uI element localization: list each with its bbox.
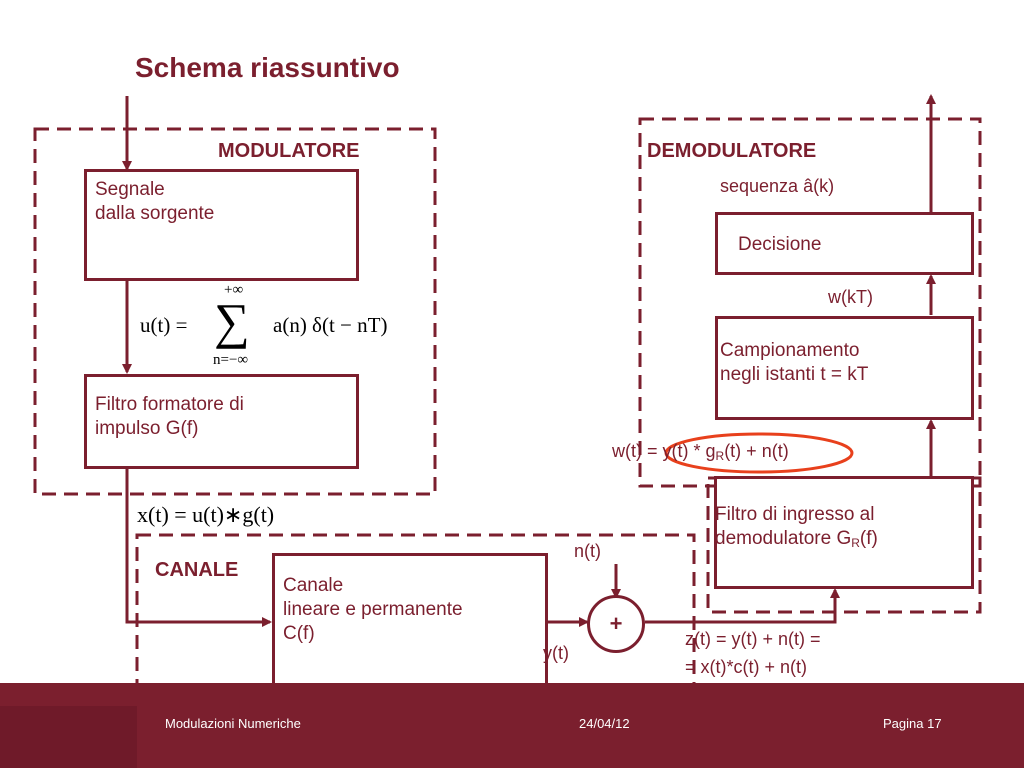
input-filter-block: Filtro di ingresso al demodulatore GR(f)	[714, 476, 974, 589]
u-t-rhs: a(n) δ(t − nT)	[273, 313, 388, 337]
modulator-region	[33, 127, 437, 496]
footer-band	[0, 706, 137, 768]
input-filter-line2-sub: R	[851, 536, 860, 550]
page-title: Schema riassuntivo	[135, 52, 400, 83]
shaping-filter-line2: impulso G(f)	[95, 418, 199, 439]
demodulator-region	[638, 117, 982, 488]
w-kt-label: w(kT)	[828, 287, 873, 307]
adder-symbol: +	[609, 611, 623, 636]
w-t-equation: w(t) = y(t) * gR(t) + n(t)	[612, 441, 789, 463]
decision-block: Decisione	[715, 212, 974, 275]
channel-label: CANALE	[155, 559, 239, 581]
sequence-output-label: sequenza â(k)	[720, 176, 835, 196]
input-filter-line2: demodulatore GR(f)	[715, 527, 969, 555]
footer-left: Modulazioni Numeriche	[165, 716, 301, 731]
u-t-lhs: u(t) =	[140, 313, 188, 337]
w-t-suffix: (t) + n(t)	[724, 441, 789, 461]
channel-line2: lineare e permanente	[283, 599, 463, 620]
channel-line1: Canale	[283, 575, 344, 596]
input-filter-line1: Filtro di ingresso al	[715, 504, 875, 525]
source-block-line2: dalla sorgente	[95, 203, 215, 224]
sum-lower-limit: n=−∞	[213, 352, 249, 368]
demodulator-label: DEMODULATORE	[647, 140, 817, 162]
shaping-filter-line1: Filtro formatore di	[95, 394, 244, 415]
source-block: Segnale dalla sorgente	[84, 169, 359, 281]
sampler-line2: negli istanti t = kT	[720, 364, 869, 385]
x-t-formula: x(t) = u(t)∗g(t)	[137, 502, 275, 527]
highlight-g-r-t	[664, 432, 854, 474]
y-t-label: y(t)	[543, 643, 569, 663]
z-t-line2: = x(t)*c(t) + n(t)	[685, 657, 808, 677]
footer-date: 24/04/12	[579, 716, 630, 731]
footer-page: Pagina 17	[883, 716, 942, 731]
channel-line3: C(f)	[283, 623, 315, 644]
input-filter-line2-prefix: demodulatore G	[715, 528, 852, 549]
noise-label: n(t)	[574, 541, 601, 561]
source-block-line1: Segnale	[95, 179, 165, 200]
z-t-line1: z(t) = y(t) + n(t) =	[685, 629, 821, 649]
channel-block: Canale lineare e permanente C(f)	[272, 553, 548, 693]
w-t-sub: R	[715, 449, 725, 463]
decision-label: Decisione	[738, 234, 822, 255]
input-filter-line2-suffix: (f)	[859, 528, 878, 549]
sampler-block: Campionamento negli istanti t = kT	[715, 316, 974, 420]
footer-bar	[0, 683, 1024, 768]
adder-node: +	[587, 595, 645, 653]
modulator-label: MODULATORE	[218, 140, 360, 162]
w-t-prefix: w(t) = y(t) * g	[612, 441, 716, 461]
sampler-line1: Campionamento	[720, 340, 860, 361]
sum-symbol: ∑	[214, 293, 250, 349]
shaping-filter-block: Filtro formatore di impulso G(f)	[84, 374, 359, 469]
sum-upper-limit: +∞	[224, 282, 244, 298]
